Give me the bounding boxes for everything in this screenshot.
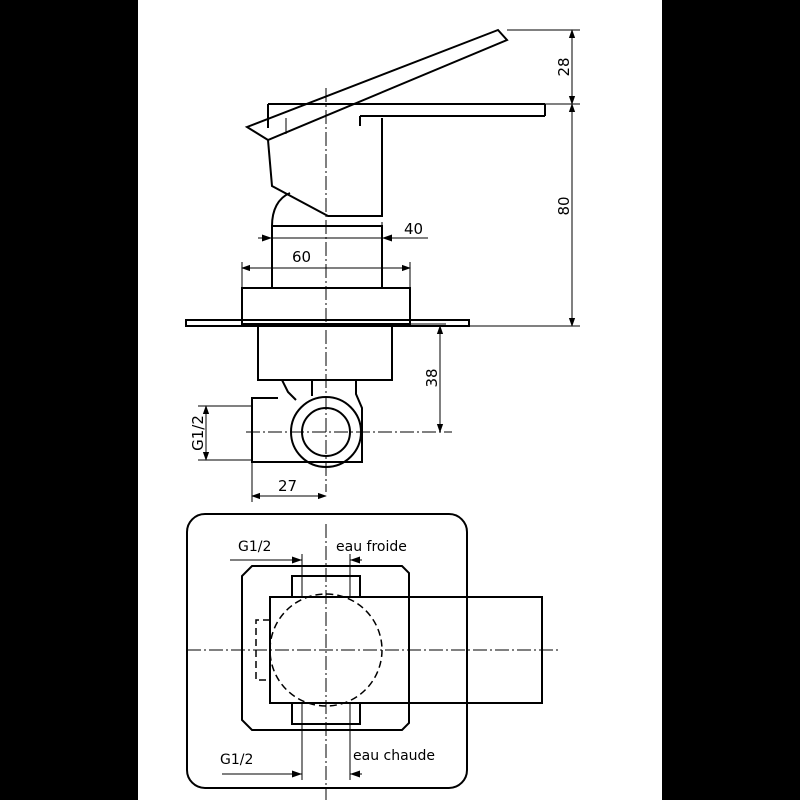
dim-label-28: 28 [555,57,573,76]
outlet-notch [281,379,297,401]
dim-label-40: 40 [404,220,423,238]
plan-label-hot-water: eau chaude [353,748,435,764]
side-elevation-view: 28 80 40 60 38 G1/2 [185,28,580,502]
plan-cartridge-hidden [269,593,383,707]
plan-bottom-arrow-left [292,770,302,778]
dim-arrow-40-right [382,234,392,242]
plan-label-cold-water: eau froide [336,539,407,555]
dim-label-27: 27 [278,477,297,495]
dim-label-38: 38 [423,368,441,387]
dim-label-60: 60 [292,248,311,266]
plan-top-arrow-left [292,556,302,564]
cartridge-curve [271,192,291,227]
outlet-body [251,380,363,463]
neck-section [271,225,383,289]
handle-body [267,118,383,217]
plan-handle [269,596,543,704]
lever-handle [244,28,509,142]
dim-label-g12-side: G1/2 [189,415,207,451]
body-section [241,287,411,325]
plan-bottom-connector [291,702,361,725]
plan-bottom-arrow-right [350,770,360,778]
dim-arrow-40-left [262,234,272,242]
lower-body [257,325,393,381]
dim-label-80: 80 [555,196,573,215]
plan-label-g12-bottom: G1/2 [220,752,253,768]
plan-top-connector [291,575,361,598]
plan-wall-plate [186,513,468,789]
plan-connector-hidden [255,619,270,681]
plan-view: G1/2 eau froide G1/2 eau chaude [186,513,560,800]
plan-top-arrow-right [350,556,360,564]
plan-label-g12-top: G1/2 [238,539,271,555]
